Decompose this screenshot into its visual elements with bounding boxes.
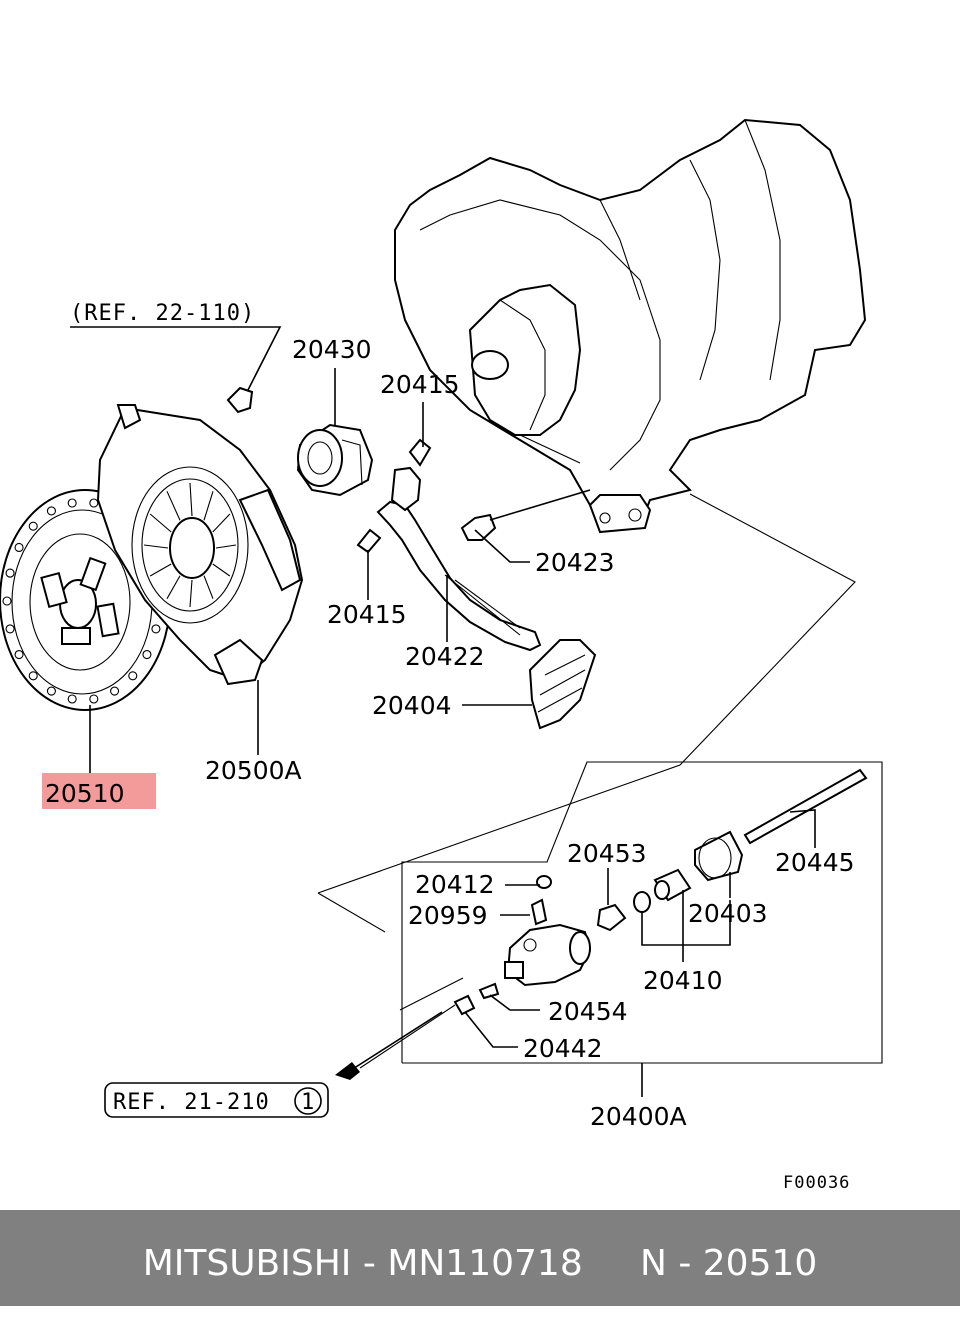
exploded-parts-diagram: (REF. 22-110) 20430 20415 20415 20423 20… — [0, 118, 883, 1193]
transmission-housing — [394, 118, 867, 534]
disc-hole — [110, 686, 120, 696]
footer-separator: - — [351, 1243, 388, 1284]
label-20400A[interactable]: 20400A — [590, 1102, 687, 1131]
diaphragm-finger — [212, 513, 231, 533]
diaphragm-finger — [189, 482, 193, 517]
diaphragm-finger — [149, 563, 172, 577]
label-20500A[interactable]: 20500A — [205, 756, 302, 785]
label-20959[interactable]: 20959 — [408, 901, 488, 930]
diaphragm-finger — [203, 575, 214, 599]
footer-ref-number: 20510 — [702, 1243, 818, 1284]
ref-21-210-text: REF. 21-210 — [113, 1090, 270, 1115]
disc-hole — [128, 671, 138, 681]
label-20445[interactable]: 20445 — [775, 848, 855, 877]
ref-21-210-box[interactable]: REF. 21-210 1 — [104, 1082, 329, 1118]
disc-hole — [46, 686, 56, 696]
disc-hole — [142, 649, 152, 660]
label-20442[interactable]: 20442 — [523, 1034, 603, 1063]
ref-21-210-circle-number: 1 — [301, 1090, 315, 1115]
figure-code: F00036 — [783, 1173, 850, 1193]
footer-brand: MITSUBISHI — [142, 1243, 352, 1284]
slave-cylinder-assembly — [335, 761, 883, 1080]
disc-hole — [14, 649, 24, 660]
label-20510[interactable]: 20510 — [45, 779, 125, 808]
label-20453[interactable]: 20453 — [567, 839, 647, 868]
labels: (REF. 22-110) 20430 20415 20415 20423 20… — [45, 301, 855, 1131]
footer-ref-prefix: N - — [639, 1243, 703, 1284]
dust-boot — [528, 639, 597, 730]
diaphragm-finger — [166, 575, 181, 599]
label-20403[interactable]: 20403 — [688, 899, 768, 928]
label-20454[interactable]: 20454 — [548, 997, 628, 1026]
guide-lines — [317, 434, 856, 1069]
footer-bar: MITSUBISHI - MN110718 N - 20510 — [0, 1210, 960, 1306]
footer-part-number: MN110718 — [387, 1243, 583, 1284]
diaphragm-finger — [212, 563, 231, 577]
disc-hole — [89, 694, 99, 704]
disc-hole — [5, 624, 15, 634]
disc-hole — [14, 542, 24, 553]
disc-hole — [2, 596, 12, 606]
clip-20415-upper — [408, 438, 432, 467]
pilot-bushing — [226, 386, 254, 414]
disc-hole — [151, 624, 161, 634]
label-20415-upper[interactable]: 20415 — [380, 370, 460, 399]
label-20422[interactable]: 20422 — [405, 642, 485, 671]
diaphragm-finger — [143, 544, 169, 549]
footer-caption: MITSUBISHI - MN110718 N - 20510 — [0, 1210, 960, 1306]
clip-20415-lower — [356, 528, 382, 554]
disc-hole — [5, 568, 15, 578]
disc-hole — [67, 694, 77, 704]
label-20423[interactable]: 20423 — [535, 548, 615, 577]
release-bearing — [296, 423, 374, 497]
footer-gap — [583, 1243, 640, 1284]
label-20412[interactable]: 20412 — [415, 870, 495, 899]
disc-hole — [28, 671, 38, 681]
label-20404[interactable]: 20404 — [372, 691, 452, 720]
clutch-cover — [96, 404, 304, 686]
leader-lines — [70, 326, 816, 1097]
diaphragm-finger — [166, 491, 181, 521]
disc-hole — [28, 521, 38, 531]
label-20415-lower[interactable]: 20415 — [327, 600, 407, 629]
label-20410[interactable]: 20410 — [643, 966, 723, 995]
diaphragm-finger — [189, 579, 193, 608]
bolt-20423 — [460, 489, 591, 541]
label-20430[interactable]: 20430 — [292, 335, 372, 364]
disc-hole — [46, 506, 56, 516]
diaphragm-finger — [215, 544, 237, 549]
part-highlight — [42, 773, 156, 809]
disc-hole — [89, 498, 99, 508]
release-fork — [376, 466, 542, 652]
disc-hole — [67, 498, 77, 508]
diaphragm-finger — [149, 513, 172, 533]
diaphragm-finger — [203, 491, 214, 521]
ref-22-110[interactable]: (REF. 22-110) — [70, 301, 255, 326]
